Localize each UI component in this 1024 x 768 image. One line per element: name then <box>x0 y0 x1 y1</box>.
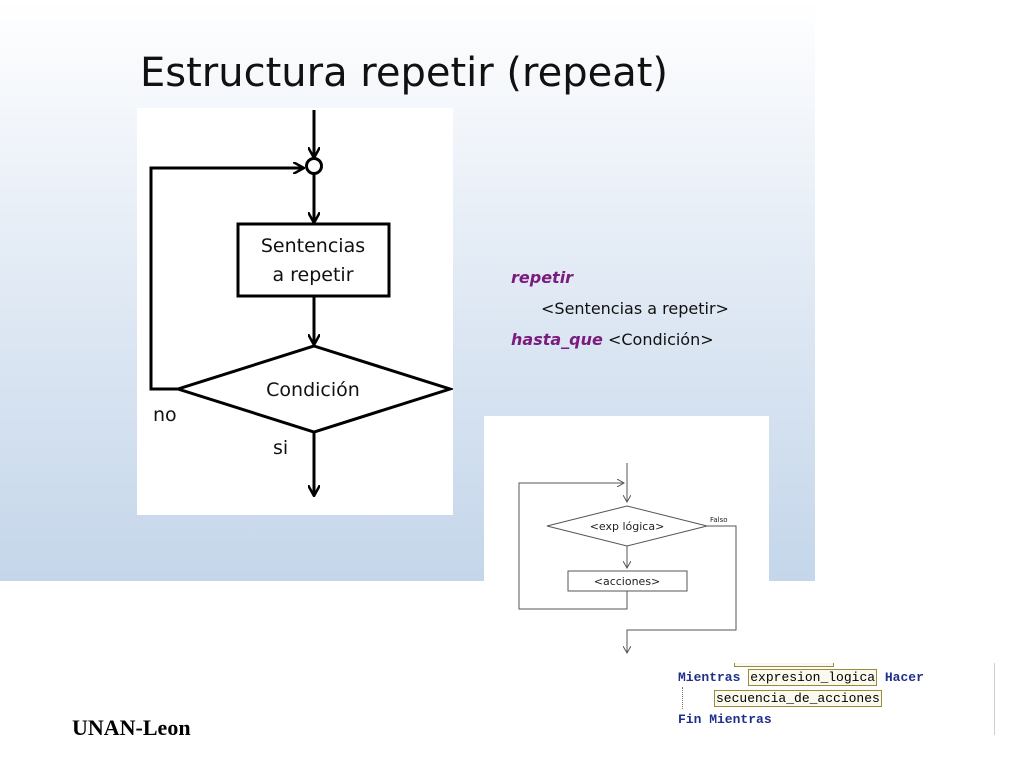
code-indent-guide <box>682 687 683 709</box>
pseudo-line-until: hasta_que <Condición> <box>511 324 729 355</box>
code-cropped-box <box>734 663 834 667</box>
pseudo-line-repeat: repetir <box>511 262 729 293</box>
process-label-line2: a repetir <box>272 264 353 286</box>
code-keyword-hacer: Hacer <box>884 670 924 685</box>
code-expression: expresion_logica <box>748 669 878 686</box>
code-body: secuencia_de_acciones <box>714 690 882 707</box>
while-false-label: Falso <box>710 516 728 524</box>
process-box <box>236 222 391 298</box>
code-keyword-mientras: Mientras <box>678 670 741 685</box>
while-decision-label: <exp lógica> <box>590 520 665 533</box>
repeat-flowchart: Sentencias a repetir Condición no si <box>137 108 455 515</box>
while-loop-back-line <box>518 483 628 610</box>
code-snippet: Mientras expresion_logica Hacer secuenci… <box>666 663 995 735</box>
process-label-line1: Sentencias <box>261 235 365 257</box>
slide-title: Estructura repetir (repeat) <box>140 50 669 96</box>
code-line-fin: Fin Mientras <box>678 712 772 727</box>
while-false-exit-line <box>627 525 737 653</box>
while-flowchart-svg: <exp lógica> <acciones> Falso <box>518 463 737 666</box>
keyword-hasta-que: hasta_que <box>511 330 603 349</box>
repeat-flowchart-svg: Sentencias a repetir Condición no si <box>149 110 455 515</box>
decision-label: Condición <box>266 379 360 401</box>
pseudo-line-body: <Sentencias a repetir> <box>511 293 729 324</box>
pseudocode-block: repetir <Sentencias a repetir> hasta_que… <box>511 262 729 355</box>
pseudo-body: <Sentencias a repetir> <box>541 299 729 318</box>
yes-label: si <box>273 437 288 459</box>
loop-back-line <box>149 168 303 391</box>
while-actions-label: <acciones> <box>594 575 661 588</box>
code-line-mientras: Mientras expresion_logica Hacer <box>678 669 924 686</box>
code-keyword-fin-mientras: Fin Mientras <box>678 712 772 727</box>
no-label: no <box>153 404 177 426</box>
while-flowchart: <exp lógica> <acciones> Falso <box>484 416 769 666</box>
footer-logo-text: UNAN-Leon <box>72 715 191 740</box>
junction-circle <box>305 157 323 175</box>
keyword-repetir: repetir <box>511 268 574 287</box>
pseudo-condition: <Condición> <box>607 330 714 349</box>
code-line-body: secuencia_de_acciones <box>714 690 882 707</box>
